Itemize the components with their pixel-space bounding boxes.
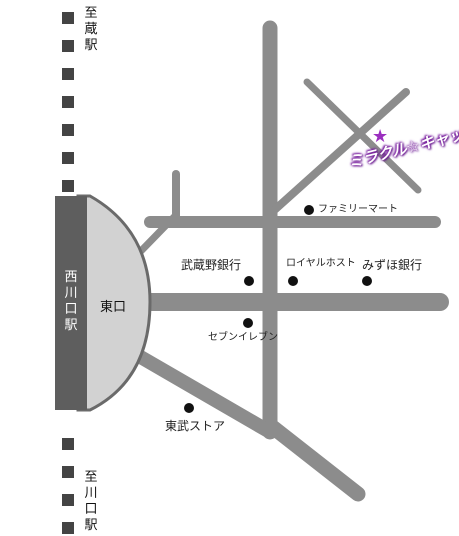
star-icon: ★ (372, 126, 389, 147)
rail-dash (62, 494, 74, 506)
railway-track (62, 12, 74, 534)
northeast-diagonal (266, 88, 410, 218)
rail-dash (62, 180, 74, 192)
seven-eleven-label: セブンイレブン (208, 332, 278, 343)
musashino-bank-dot (244, 276, 254, 286)
east-exit-label: 東口 (100, 300, 127, 315)
royal-host-label: ロイヤルホスト (286, 258, 356, 269)
mizuho-bank-label: みずほ銀行 (362, 258, 423, 272)
roads (125, 20, 449, 502)
rail-dash (62, 12, 74, 24)
plaza-northeast-road (136, 211, 180, 256)
rail-dash (62, 438, 74, 450)
northwest-diagonal (303, 78, 422, 194)
rail-dash (62, 68, 74, 80)
mizuho-bank-dot (362, 276, 372, 286)
rail-dash (62, 152, 74, 164)
landmark-markers (184, 205, 372, 413)
southeast-road (262, 417, 366, 502)
musashino-bank-label: 武蔵野銀行 (181, 258, 242, 272)
rail-dash (62, 96, 74, 108)
east-exit-plaza (76, 194, 152, 412)
familymart-dot (304, 205, 314, 215)
rail-dash (62, 40, 74, 52)
south-diagonal (125, 345, 277, 439)
station-name-label: 西川口駅 (64, 270, 78, 333)
station-building (55, 196, 87, 410)
rail-dash (62, 522, 74, 534)
tobu-store-label: 東武ストア (165, 419, 226, 433)
rail-dash (62, 124, 74, 136)
familymart-label: ファミリーマート (318, 204, 398, 215)
royal-host-dot (288, 276, 298, 286)
rail-dash (62, 466, 74, 478)
seven-eleven-dot (243, 318, 253, 328)
to-south-station-label: 至川口駅 (84, 470, 98, 533)
tobu-store-dot (184, 403, 194, 413)
to-north-station-label: 至蔵駅 (84, 6, 98, 53)
